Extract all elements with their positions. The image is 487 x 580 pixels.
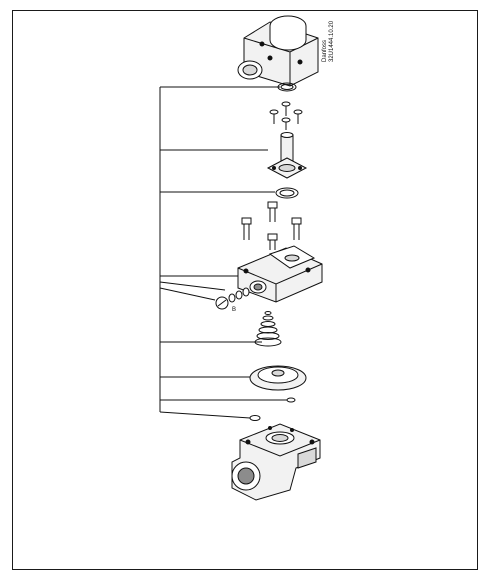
screw-set-small — [269, 101, 303, 130]
drawing-frame — [12, 10, 478, 570]
o-ring-middle — [275, 187, 299, 199]
valve-bonnet — [237, 245, 323, 303]
o-ring-middle-inner — [279, 189, 295, 197]
washer-small — [286, 397, 296, 403]
armature-tube — [266, 132, 308, 179]
washer-bottom — [249, 415, 261, 421]
spring — [254, 311, 282, 347]
o-ring-top — [277, 82, 297, 92]
leader-lines — [159, 86, 287, 419]
side-screw-assembly — [215, 287, 250, 310]
bolt-set-large — [241, 201, 302, 250]
o-ring-top-inner — [280, 84, 294, 90]
valve-body — [231, 423, 321, 501]
callout-letter: B — [232, 307, 236, 313]
coil-housing — [237, 15, 319, 87]
diaphragm — [249, 365, 307, 391]
